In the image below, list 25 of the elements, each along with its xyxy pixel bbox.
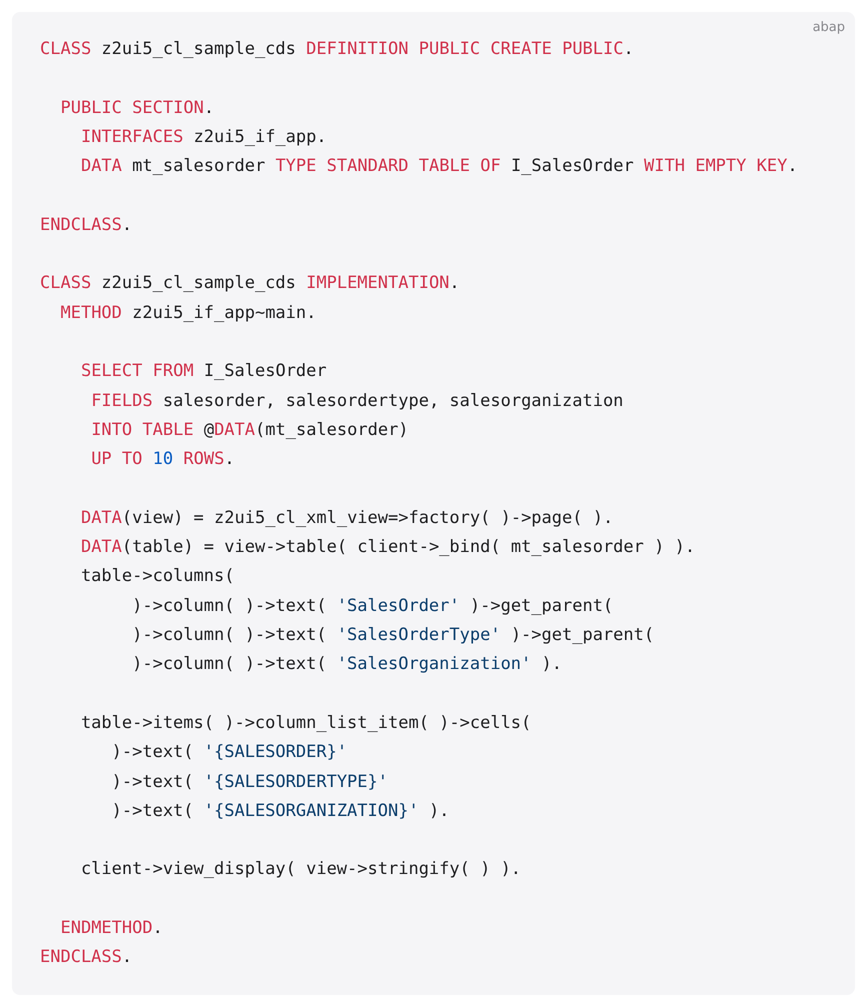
- code-line: )->text( '{SALESORDER}': [110, 741, 348, 764]
- code-line: ENDCLASS.: [40, 214, 132, 236]
- code-line: SELECT FROM I_SalesOrder: [80, 360, 327, 382]
- code-line: METHOD z2ui5_if_app~main.: [59, 302, 316, 324]
- code-line: FIELDS salesorder, salesordertype, salesorganization: [90, 390, 624, 412]
- code-line: client->view_display( view->stringify( ) ).: [80, 858, 522, 880]
- code-line: ENDCLASS.: [40, 946, 132, 968]
- code-line: INTERFACES z2ui5_if_app.: [80, 126, 327, 148]
- code-line: INTO TABLE @DATA(mt_salesorder): [90, 418, 409, 441]
- code-line: table->columns(: [80, 565, 234, 588]
- code-line: ENDMETHOD.: [59, 917, 163, 939]
- code-line: PUBLIC SECTION.: [59, 96, 214, 119]
- code-line: DATA(view) = z2ui5_cl_xml_view=>factory( )->page( ).: [80, 506, 614, 529]
- code-line: UP TO 10 ROWS.: [90, 448, 235, 470]
- code-line: )->column( )->text( 'SalesOrganization' ).: [131, 653, 562, 676]
- code-line: CLASS z2ui5_cl_sample_cds IMPLEMENTATION.: [40, 272, 460, 294]
- code-line: CLASS z2ui5_cl_sample_cds DEFINITION PUBLIC CREATE PUBLIC.: [40, 38, 634, 60]
- code-line: )->text( '{SALESORDERTYPE}': [110, 770, 388, 792]
- code-line: DATA mt_salesorder TYPE STANDARD TABLE OF I_SalesOrder WITH EMPTY KEY.: [80, 155, 798, 178]
- code-line: )->text( '{SALESORGANIZATION}' ).: [110, 800, 450, 822]
- code-line: DATA(table) = view->table( client->_bind( mt_salesorder ) ).: [80, 536, 696, 558]
- code-line: table->items( )->column_list_item( )->cells(: [80, 712, 532, 734]
- code-line: )->column( )->text( 'SalesOrderType' )->get_parent(: [131, 624, 654, 646]
- language-label: abap: [812, 20, 845, 35]
- code-line: )->column( )->text( 'SalesOrder' )->get_parent(: [131, 594, 614, 617]
